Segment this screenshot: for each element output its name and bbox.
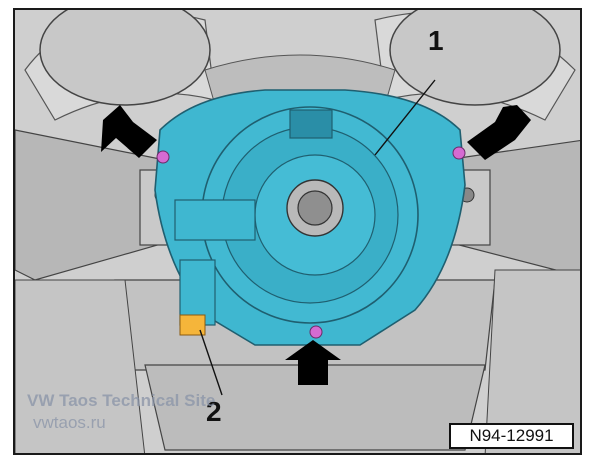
arrow-icon <box>467 105 531 160</box>
side-connector <box>174 199 256 241</box>
arrow-icon <box>101 105 157 158</box>
callout-2-leader <box>199 329 223 396</box>
gauge-right <box>389 10 561 106</box>
lower-trim <box>144 364 486 451</box>
screw-icon <box>156 150 170 164</box>
watermark-url: vwtaos.ru <box>33 413 106 432</box>
figure-code: N94-12991 <box>469 426 554 445</box>
steering-column-illustration <box>15 10 580 453</box>
watermark-title: VW Taos Technical Site <box>27 391 216 410</box>
screw-icon <box>309 325 323 339</box>
steering-shaft-inner <box>297 190 333 226</box>
left-trim-panel <box>15 279 146 453</box>
callout-1-leader <box>374 79 436 156</box>
gauge-left <box>39 10 211 106</box>
arrow-icon <box>285 340 341 385</box>
top-connector <box>289 109 333 139</box>
screw-icon <box>452 146 466 160</box>
figure-code-box: N94-12991 <box>449 423 574 449</box>
diagram-frame <box>13 8 582 455</box>
right-trim-panel <box>484 269 580 453</box>
callout-label-1: 1 <box>428 25 444 56</box>
orange-connector <box>179 314 206 336</box>
callout-label-2: 2 <box>206 396 222 427</box>
